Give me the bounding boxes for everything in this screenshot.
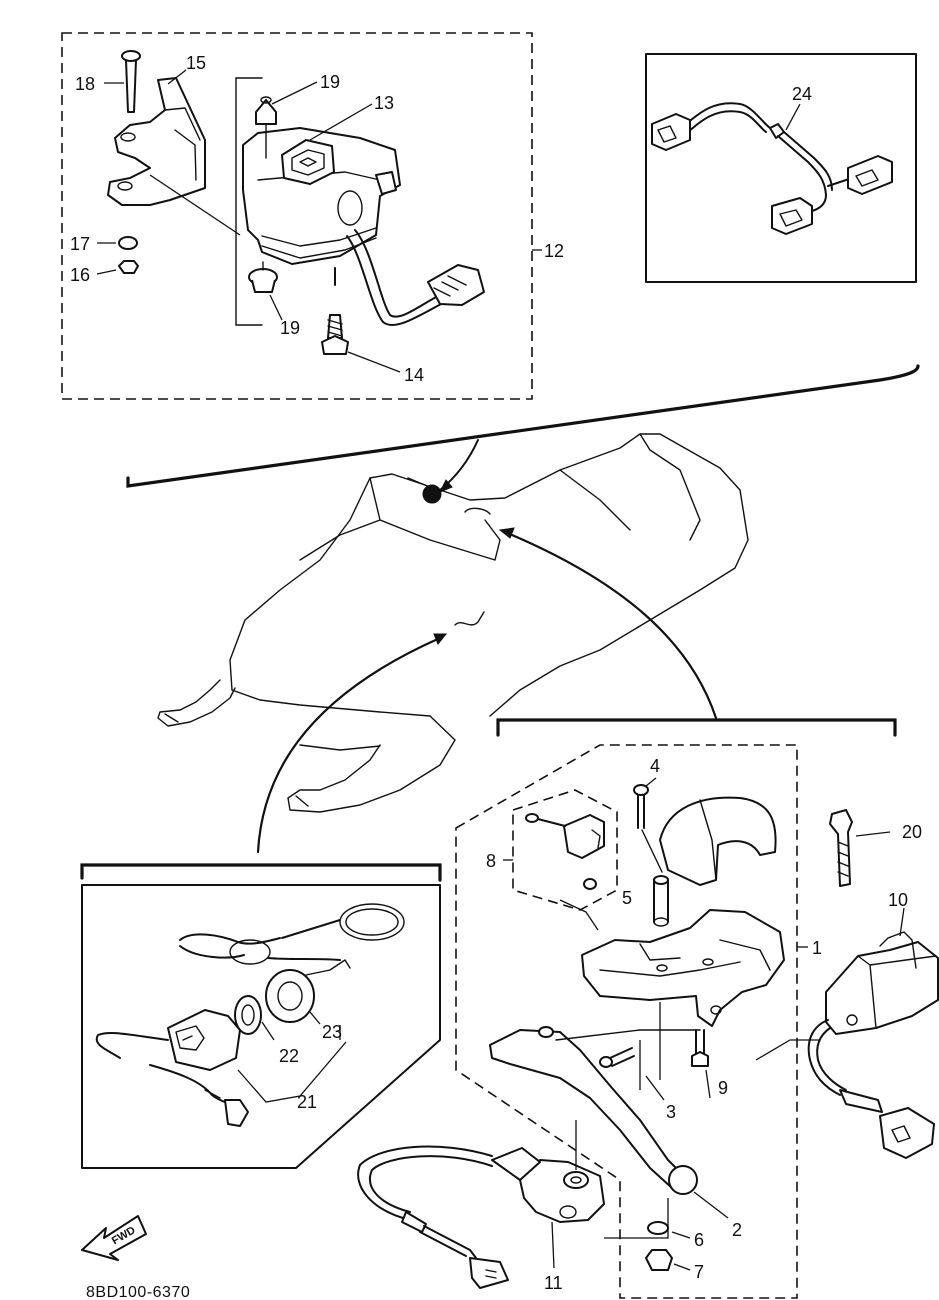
lower-right-bracket xyxy=(496,718,897,737)
switch-11 xyxy=(357,1120,605,1289)
assembly-12-dashed-box xyxy=(61,32,533,400)
assembly-21-box xyxy=(81,884,441,1169)
assembly-1-dashed-box xyxy=(455,744,798,1299)
callout-1: 1 xyxy=(812,938,822,958)
callout-15: 15 xyxy=(186,53,206,73)
washer-6 xyxy=(647,1221,669,1235)
module-13-cable xyxy=(346,229,485,327)
bracket-15 xyxy=(107,77,241,236)
callout-2: 2 xyxy=(732,1220,742,1240)
lever-assembly-group: 4 20 8 10 5 1 9 3 2 6 7 11 xyxy=(357,718,939,1299)
screw-4 xyxy=(633,784,663,873)
callout-10: 10 xyxy=(888,890,908,910)
callout-19-top: 19 xyxy=(320,72,340,92)
lever-cover xyxy=(659,796,777,886)
pointer-to-lever xyxy=(256,636,442,854)
callout-4: 4 xyxy=(650,756,660,776)
assembly-12-group: 18 15 19 13 12 17 16 19 14 xyxy=(61,32,564,400)
grommet-19-top xyxy=(255,96,277,159)
top-section-bracket xyxy=(126,364,920,488)
relay-10 xyxy=(807,907,939,1159)
callout-12: 12 xyxy=(544,241,564,261)
callout-17: 17 xyxy=(70,234,90,254)
callout-8: 8 xyxy=(486,851,496,871)
pointer-to-hood xyxy=(503,530,718,720)
assembly-21-group: 23 22 21 xyxy=(80,863,442,1169)
callout-21: 21 xyxy=(297,1092,317,1112)
callout-24: 24 xyxy=(792,84,812,104)
callout-22: 22 xyxy=(279,1046,299,1066)
callout-16: 16 xyxy=(70,265,90,285)
washer-17 xyxy=(118,236,138,250)
assembly-21-frame xyxy=(80,863,442,882)
callout-6: 6 xyxy=(694,1230,704,1250)
callout-7: 7 xyxy=(694,1262,704,1282)
screw-14 xyxy=(321,267,349,355)
nut-7 xyxy=(645,1249,673,1271)
screw-9 xyxy=(691,1029,709,1067)
callout-19-bottom: 19 xyxy=(280,318,300,338)
callout-18: 18 xyxy=(75,74,95,94)
nut-16 xyxy=(118,260,139,274)
callout-5: 5 xyxy=(622,888,632,908)
assembly-8-dashed-box xyxy=(512,789,618,911)
callout-14: 14 xyxy=(404,365,424,385)
drawing-code: 8BD100-6370 xyxy=(86,1284,190,1300)
bolt-18 xyxy=(121,50,141,113)
snowmobile-outline xyxy=(157,433,749,813)
callout-3: 3 xyxy=(666,1102,676,1122)
callout-11: 11 xyxy=(544,1273,563,1293)
cover-8 xyxy=(525,813,605,890)
cable-tie-20 xyxy=(829,809,853,887)
callout-9: 9 xyxy=(718,1078,728,1098)
pin-5 xyxy=(653,875,669,927)
grommet-19-bottom xyxy=(248,261,278,293)
fwd-arrow: FWD xyxy=(81,1215,147,1261)
control-module-13 xyxy=(235,77,401,326)
lever-bracket xyxy=(581,909,785,1027)
harness-24-group: 24 xyxy=(645,53,917,283)
callout-13: 13 xyxy=(374,93,394,113)
callout-23: 23 xyxy=(322,1022,342,1042)
harness-24-box xyxy=(645,53,917,283)
callout-20: 20 xyxy=(902,822,922,842)
screw-3 xyxy=(599,1047,635,1068)
